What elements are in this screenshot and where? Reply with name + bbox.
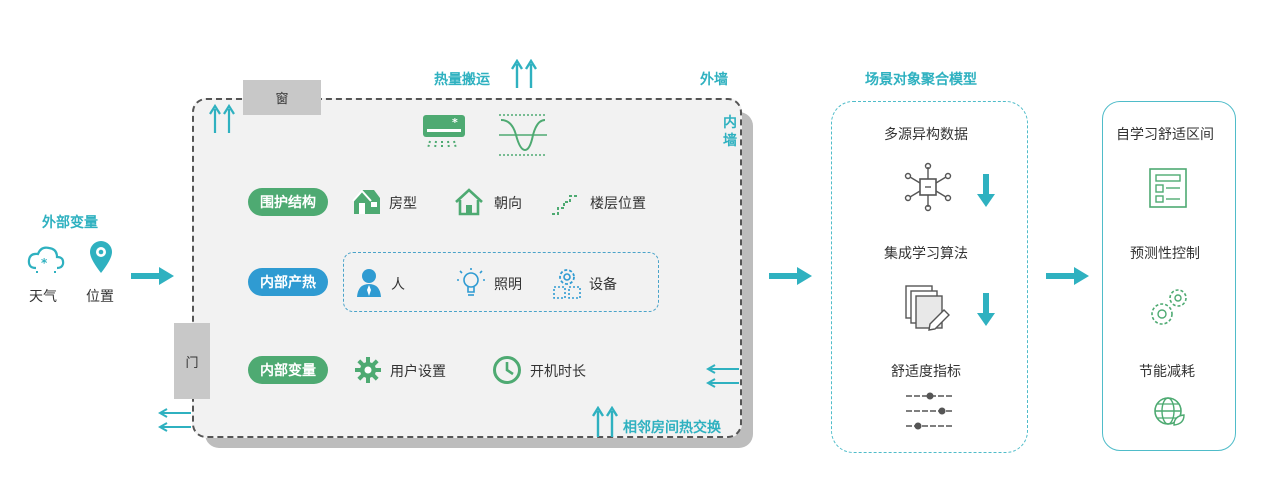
document-edit-icon xyxy=(904,284,952,334)
door-block: 门 xyxy=(174,323,210,399)
gears-icon xyxy=(1144,284,1192,332)
outcome-predictive-control: 预测性控制 xyxy=(1130,246,1200,262)
gear-icon xyxy=(354,356,382,384)
user-settings-label: 用户设置 xyxy=(390,364,446,380)
clock-icon xyxy=(492,355,522,385)
pill-envelope: 围护结构 xyxy=(248,188,328,216)
heat-transfer-label: 热量搬运 xyxy=(434,72,490,88)
svg-text:*: * xyxy=(452,116,458,129)
external-vars-title: 外部变量 xyxy=(42,215,98,231)
window-block: 窗 xyxy=(243,80,321,115)
arrow-right-1 xyxy=(131,266,175,286)
weather-label: 天气 xyxy=(29,289,57,305)
outcome-panel xyxy=(1102,101,1236,451)
svg-text:*: * xyxy=(41,256,48,270)
door-left-arrows-icon xyxy=(158,408,192,432)
heat-up-arrows-icon xyxy=(511,59,537,89)
model-step-comfort: 舒适度指标 xyxy=(891,364,961,380)
neighbor-exchange-label: 相邻房间热交换 xyxy=(623,420,721,436)
lighting-label: 照明 xyxy=(494,277,522,293)
person-label: 人 xyxy=(391,277,405,293)
stairs-icon xyxy=(550,188,580,216)
inner-wall-label-2: 墙 xyxy=(723,133,737,149)
location-pin-icon xyxy=(89,240,113,274)
model-step-data: 多源异构数据 xyxy=(884,127,968,143)
internal-heat-box xyxy=(343,252,659,312)
run-time-label: 开机时长 xyxy=(530,364,586,380)
arrow-down-1 xyxy=(977,174,995,208)
house-type-icon xyxy=(352,188,382,216)
form-list-icon xyxy=(1148,167,1188,209)
exchange-left-arrows-icon xyxy=(706,364,740,388)
arrow-right-3 xyxy=(1046,266,1090,286)
pill-internal-vars: 内部变量 xyxy=(248,356,328,384)
data-network-icon xyxy=(904,162,952,212)
inner-wall-label-1: 内 xyxy=(723,115,737,131)
room-up-arrows-icon xyxy=(209,104,235,134)
outcome-comfort-range: 自学习舒适区间 xyxy=(1116,127,1214,143)
arrow-right-2 xyxy=(769,266,813,286)
pill-internal-heat: 内部产热 xyxy=(248,268,328,296)
outer-wall-label: 外墙 xyxy=(700,72,728,88)
air-conditioner-icon: * xyxy=(422,114,466,156)
outcome-energy-saving: 节能减耗 xyxy=(1139,364,1195,380)
orientation-house-icon xyxy=(454,188,484,216)
weather-icon: * xyxy=(26,244,66,274)
model-title: 场景对象聚合模型 xyxy=(865,72,977,88)
equipment-label: 设备 xyxy=(589,277,617,293)
lightbulb-icon xyxy=(456,267,486,299)
floor-position-label: 楼层位置 xyxy=(590,196,646,212)
house-type-label: 房型 xyxy=(389,196,417,212)
sliders-icon xyxy=(904,390,954,434)
location-label: 位置 xyxy=(86,289,114,305)
orientation-label: 朝向 xyxy=(494,196,522,212)
equipment-icon xyxy=(551,266,583,300)
model-panel xyxy=(831,101,1028,453)
person-icon xyxy=(356,268,382,298)
arrow-down-2 xyxy=(977,293,995,327)
model-step-algorithm: 集成学习算法 xyxy=(884,246,968,262)
exchange-up-arrows-icon xyxy=(592,406,618,438)
temperature-curve-icon xyxy=(498,114,548,156)
globe-leaf-icon xyxy=(1152,394,1186,428)
